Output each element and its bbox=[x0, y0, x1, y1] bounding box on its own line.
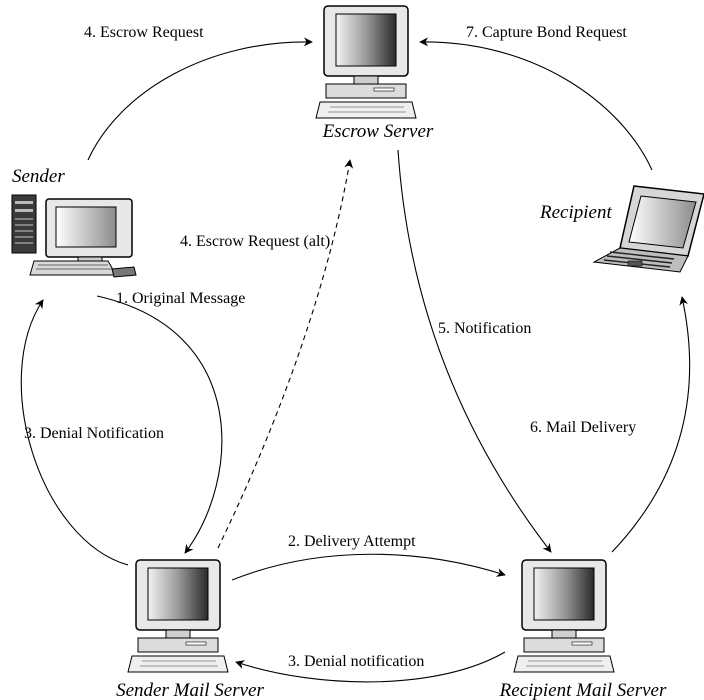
sender-mail-server-computer-icon bbox=[127, 559, 229, 673]
denial-notification-bottom-label: 3. Denial notification bbox=[288, 653, 424, 670]
escrow-server-label: Escrow Server bbox=[322, 121, 434, 142]
escrow-server-computer-icon bbox=[315, 5, 417, 119]
escrow-request-label: 4. Escrow Request bbox=[84, 24, 204, 41]
recipient-laptop-icon bbox=[592, 185, 704, 273]
edge-escrow-request-alt bbox=[217, 159, 354, 549]
escrow-request-alt-label: 4. Escrow Request (alt) bbox=[180, 233, 330, 250]
recipient-mail-server-label: Recipient Mail Server bbox=[499, 680, 667, 700]
sender-computer-icon bbox=[11, 194, 137, 278]
sender-mail-server-label: Sender Mail Server bbox=[116, 680, 264, 700]
edge-original-message bbox=[96, 295, 223, 554]
edge-escrow-request bbox=[87, 37, 313, 161]
edge-capture-bond-request bbox=[419, 37, 653, 171]
recipient-label: Recipient bbox=[539, 202, 612, 223]
edge-denial-notification-left bbox=[20, 299, 129, 566]
mail-delivery-label: 6. Mail Delivery bbox=[530, 419, 636, 436]
recipient-mail-server-computer-icon bbox=[513, 559, 615, 673]
edge-denial-notification-bottom bbox=[235, 651, 506, 683]
edge-mail-delivery bbox=[611, 296, 691, 553]
delivery-attempt-label: 2. Delivery Attempt bbox=[288, 533, 416, 550]
sender-label: Sender bbox=[12, 166, 65, 187]
denial-notification-left-label: 3. Denial Notification bbox=[24, 425, 164, 442]
edge-delivery-attempt bbox=[231, 553, 506, 581]
notification-label: 5. Notification bbox=[438, 320, 531, 337]
original-message-label: 1. Original Message bbox=[116, 290, 245, 307]
capture-bond-request-label: 7. Capture Bond Request bbox=[466, 24, 627, 41]
edge-notification bbox=[397, 149, 552, 553]
